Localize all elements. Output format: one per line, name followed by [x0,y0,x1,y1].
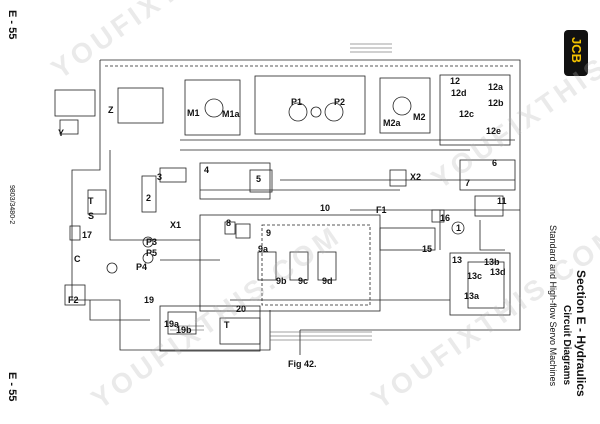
label-M2a: M2a [383,118,402,128]
label-20: 20 [236,304,246,314]
logo-text: JCB [569,37,584,64]
label-12c: 12c [459,109,474,119]
label-M1a: M1a [222,109,241,119]
label-S: S [88,211,94,221]
watermark-2: YOUFIXTHIS.COM [86,219,347,415]
label-Z: Z [108,105,114,115]
label-C: C [74,254,81,264]
label-X2: X2 [410,172,421,182]
label-17: 17 [82,230,92,240]
label-T2: T [224,320,230,330]
label-F1: F1 [376,205,387,215]
label-9d: 9d [322,276,333,286]
label-9c: 9c [298,276,308,286]
watermark-3: YOUFIXTHIS.COM [366,219,600,415]
label-T: T [88,196,94,206]
label-P2: P2 [334,97,345,107]
label-12b: 12b [488,98,504,108]
label-12e: 12e [486,126,501,136]
label-12: 12 [450,76,460,86]
label-12a: 12a [488,82,504,92]
label-13a: 13a [464,291,480,301]
label-13: 13 [452,255,462,265]
label-12d: 12d [451,88,467,98]
label-P1: P1 [291,97,302,107]
section-title: Section E - Hydraulics [574,270,588,397]
label-16: 16 [440,213,450,223]
label-2: 2 [146,193,151,203]
label-M1: M1 [187,108,200,118]
label-9: 9 [266,228,271,238]
page-number-top: E - 55 [6,10,18,40]
label-13b: 13b [484,257,500,267]
section-subtitle-2: Standard and High-flow Servo Machines [548,225,558,387]
label-6: 6 [492,158,497,168]
label-9b: 9b [276,276,287,286]
label-19b: 19b [176,325,192,335]
label-13c: 13c [467,271,482,281]
label-X1: X1 [170,220,181,230]
label-7: 7 [465,178,470,188]
label-13d: 13d [490,267,506,277]
label-10: 10 [320,203,330,213]
label-15: 15 [422,244,432,254]
label-19a: 19a [164,319,180,329]
label-F2: F2 [68,295,79,305]
page-number-bottom: E - 55 [6,372,18,402]
label-P5: P5 [146,248,157,258]
watermark-1: YOUFIXTHIS.COM [46,0,307,85]
label-M2: M2 [413,112,426,122]
label-11: 11 [497,196,507,206]
label-Y: Y [58,128,64,138]
label-P3: P3 [146,237,157,247]
label-4: 4 [204,165,209,175]
figure-caption: Fig 42. [288,359,317,369]
label-19: 19 [144,295,154,305]
label-5: 5 [256,174,261,184]
label-P4: P4 [136,262,147,272]
label-1: 1 [456,223,461,233]
label-9a: 9a [258,244,269,254]
jcb-logo: JCB [564,30,588,76]
label-3: 3 [157,172,162,182]
label-8: 8 [226,218,231,228]
section-subtitle: Circuit Diagrams [561,305,572,386]
document-code: 9803/3480-2 [8,185,15,225]
